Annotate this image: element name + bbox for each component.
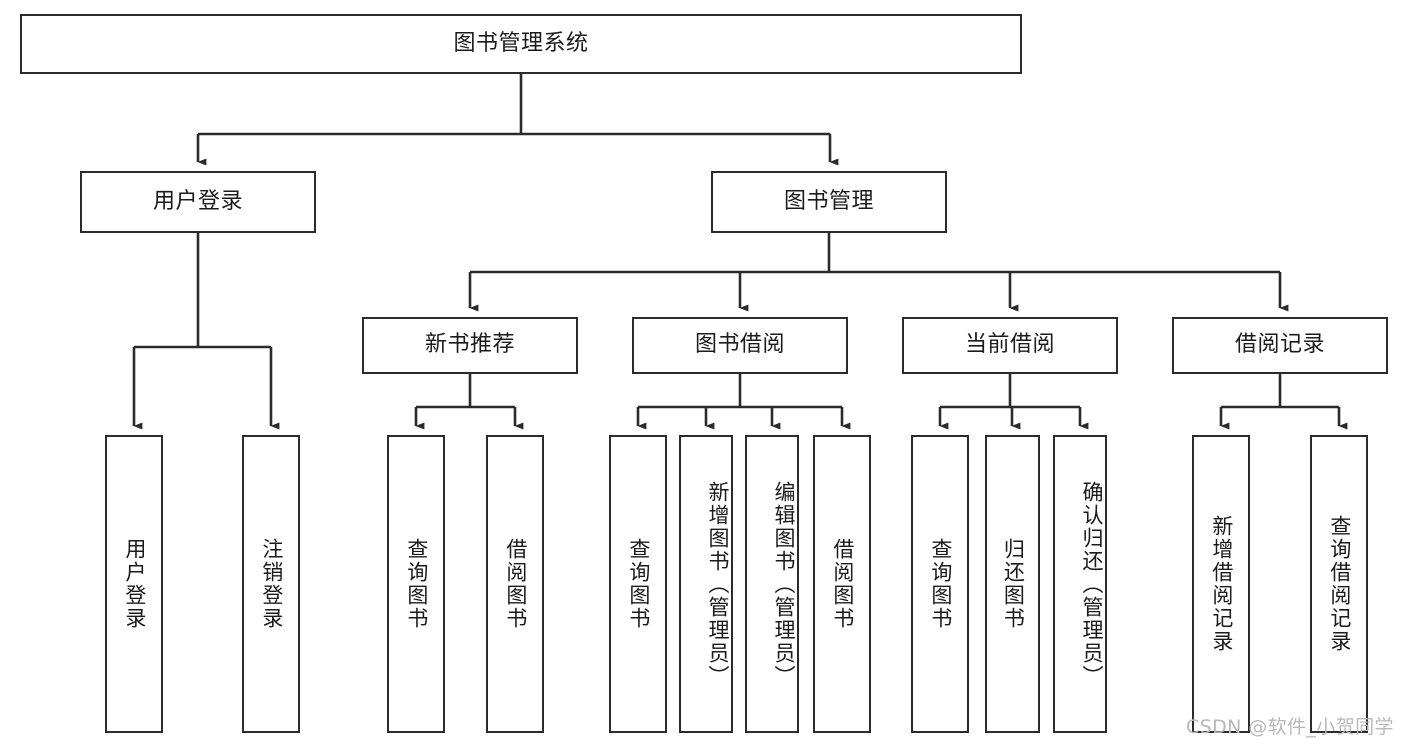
node-leaf-borrow-book-recommend[interactable]: 借阅图书	[486, 435, 544, 733]
node-leaf-user-login[interactable]: 用户登录	[105, 435, 163, 733]
node-borrow-record[interactable]: 借阅记录	[1172, 317, 1388, 374]
node-leaf-add-borrow-record[interactable]: 新增借阅记录	[1192, 435, 1250, 733]
node-leaf-add-book-admin[interactable]: 新增图书（管理员）	[679, 435, 733, 733]
node-leaf-edit-book-admin[interactable]: 编辑图书（管理员）	[745, 435, 799, 733]
node-leaf-return-book[interactable]: 归还图书	[985, 435, 1040, 733]
node-leaf-query-book-recommend[interactable]: 查询图书	[387, 435, 445, 733]
csdn-watermark: CSDN @软件_小贺同学	[1186, 716, 1394, 738]
edges-newbook-to-leaves	[414, 374, 524, 430]
edges-borrowrecord-to-leaves	[1219, 374, 1348, 430]
node-book-borrow[interactable]: 图书借阅	[632, 317, 848, 374]
edges-root-to-level2	[196, 74, 839, 166]
node-new-book-recommend[interactable]: 新书推荐	[362, 317, 578, 374]
node-leaf-query-book-borrow[interactable]: 查询图书	[609, 435, 667, 733]
edges-currentborrow-to-leaves	[938, 374, 1089, 430]
node-current-borrow[interactable]: 当前借阅	[902, 317, 1118, 374]
edges-bookborrow-to-leaves	[636, 374, 851, 430]
node-leaf-confirm-return-admin[interactable]: 确认归还（管理员）	[1053, 435, 1107, 733]
node-leaf-query-borrow-record[interactable]: 查询借阅记录	[1310, 435, 1368, 733]
node-leaf-borrow-book[interactable]: 借阅图书	[813, 435, 871, 733]
node-book-manage[interactable]: 图书管理	[711, 171, 947, 233]
node-root-system[interactable]: 图书管理系统	[20, 14, 1022, 74]
node-leaf-logout[interactable]: 注销登录	[242, 435, 300, 733]
edges-userlogin-to-leaves	[132, 233, 280, 430]
node-user-login[interactable]: 用户登录	[80, 171, 316, 233]
node-leaf-query-book-current[interactable]: 查询图书	[911, 435, 969, 733]
edges-bookmanage-to-level3	[468, 233, 1289, 312]
